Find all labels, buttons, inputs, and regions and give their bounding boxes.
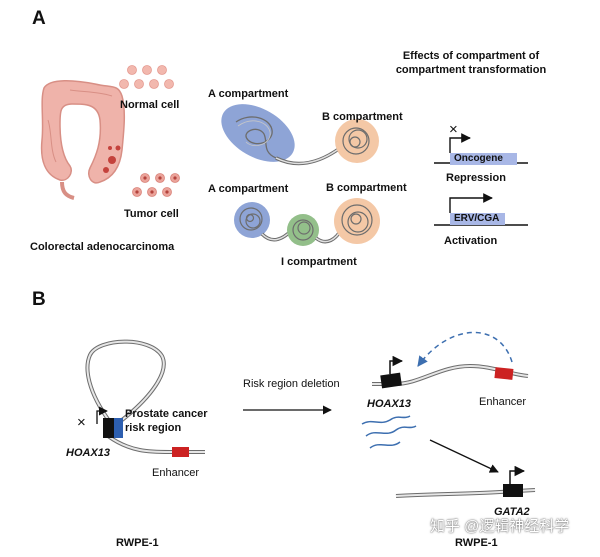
left-chromatin-loop xyxy=(85,339,205,454)
normal-cell-label: Normal cell xyxy=(120,99,180,111)
repression-schematic xyxy=(434,133,528,165)
hoax13-gene-left xyxy=(103,418,114,438)
enhancer-left xyxy=(172,447,189,457)
activation-schematic xyxy=(434,193,528,226)
activation-label: Activation xyxy=(444,235,498,247)
hoax13-label-right: HOAX13 xyxy=(367,398,412,410)
i-compartment xyxy=(287,214,319,246)
oncogene-label: Oncogene xyxy=(454,153,503,164)
blocked-mark-left: × xyxy=(77,414,86,431)
chromatin-coil xyxy=(292,219,314,241)
gata2-chromatin-fiber xyxy=(395,488,536,498)
erv-cga-box xyxy=(450,213,505,225)
promoter-arrow-right xyxy=(389,355,404,374)
tissue-label: Colorectal adenocarcinoma xyxy=(30,241,175,253)
effects-title-line2: compartment transformation xyxy=(395,64,547,76)
tumor-cell-label: Tumor cell xyxy=(124,208,179,220)
oncogene-box xyxy=(450,153,517,165)
b-compartment-label-bottom: B compartment xyxy=(326,182,407,194)
tumor-spot xyxy=(108,156,116,164)
panel-b-label: B xyxy=(32,289,46,310)
chromatin-loop xyxy=(235,116,277,159)
chromatin-coil xyxy=(239,207,263,231)
normal-cell-cluster xyxy=(119,65,174,89)
enhancer-label-left: Enhancer xyxy=(152,467,200,479)
tumor-spot xyxy=(108,146,112,150)
a-compartment-top xyxy=(221,104,295,162)
erv-cga-label: ERV/CGA xyxy=(454,213,500,224)
panel-a-label: A xyxy=(32,8,46,29)
a-compartment-label-top: A compartment xyxy=(208,88,289,100)
a-compartment-bottom xyxy=(234,202,270,238)
risk-region-label-line2: risk region xyxy=(125,422,182,434)
chromatin-coil xyxy=(342,127,370,155)
hoax13-label-left: HOAX13 xyxy=(66,447,111,459)
a-compartment-label-bottom: A compartment xyxy=(208,183,289,195)
promoter-arrow-gata2 xyxy=(509,465,526,484)
risk-region-block xyxy=(114,418,123,438)
i-compartment-label: I compartment xyxy=(281,256,357,268)
tumor-spot xyxy=(115,145,121,151)
risk-region-label-line1: Prostate cancer xyxy=(125,408,208,420)
chromatin-coil xyxy=(341,204,373,236)
hoax13-gene-right xyxy=(380,372,402,389)
rwpe-label-right: RWPE-1 xyxy=(455,537,498,549)
gata2-gene xyxy=(503,484,523,497)
b-compartment-label-top: B compartment xyxy=(322,111,403,123)
deletion-label: Risk region deletion xyxy=(243,378,340,390)
gata2-label: GATA2 xyxy=(494,506,530,518)
enhancer-right xyxy=(494,367,514,380)
repression-label: Repression xyxy=(446,172,506,184)
colon-illustration xyxy=(40,80,126,200)
tumor-cell-cluster xyxy=(132,173,180,197)
watermark: 知乎 @逻辑神经科学 xyxy=(430,518,570,535)
enhancer-contact-arrow xyxy=(417,331,513,367)
tumor-cell-nuclei xyxy=(135,176,177,194)
transcript-rna xyxy=(361,415,417,449)
transcription-arrow xyxy=(429,439,499,473)
tumor-spot xyxy=(103,167,109,173)
promoter-arrow-left xyxy=(96,406,108,424)
effects-title-line1: Effects of compartment of xyxy=(402,50,540,62)
rwpe-label-left: RWPE-1 xyxy=(116,537,159,549)
enhancer-label-right: Enhancer xyxy=(479,396,527,408)
repression-blocked-mark: × xyxy=(449,121,458,138)
b-compartment-top xyxy=(335,119,379,163)
